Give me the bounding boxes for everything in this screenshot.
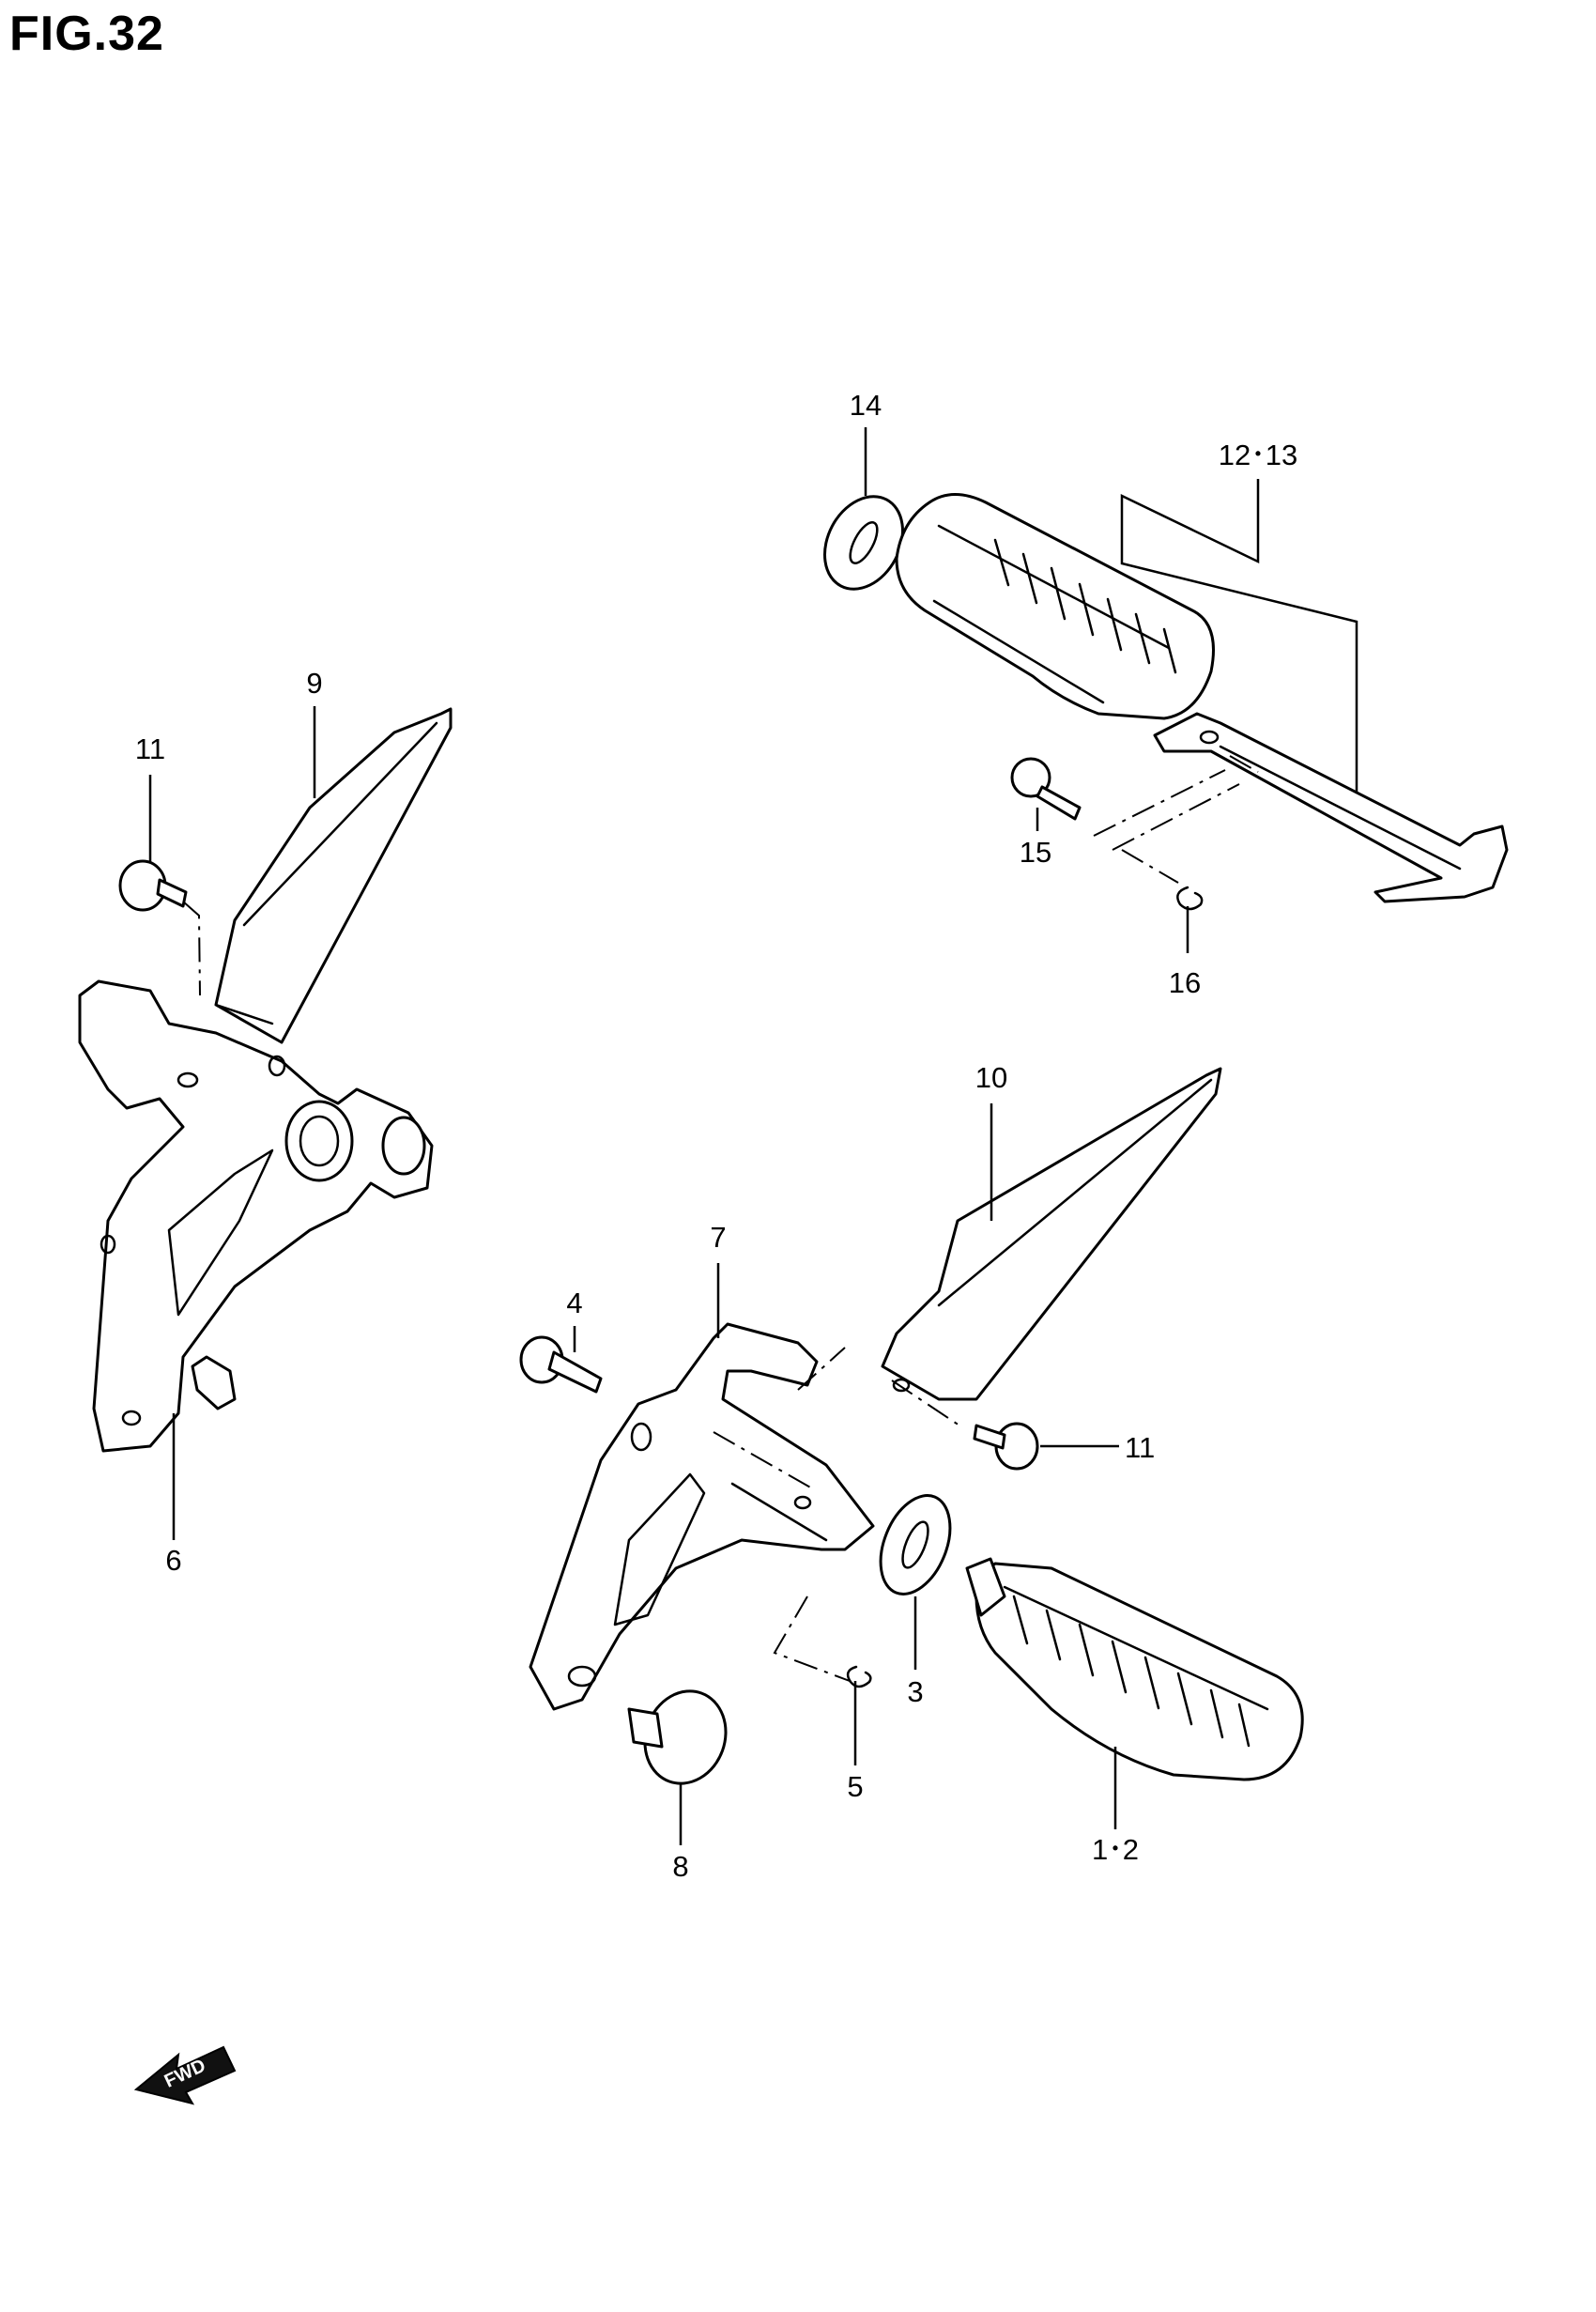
- part-15-bolt: [1010, 757, 1082, 821]
- left-bracket-assembly: [78, 707, 453, 1453]
- callout-11-right: 11: [1125, 1431, 1155, 1464]
- part-5-clip: [846, 1665, 872, 1688]
- part-11-bolt-right: [973, 1422, 1039, 1471]
- callout-8: 8: [672, 1850, 688, 1883]
- part-3-washer: [879, 1494, 952, 1595]
- rear-footrest-assembly: [823, 493, 1509, 911]
- part-6-bracket: [78, 979, 434, 1453]
- callout-14: 14: [850, 389, 882, 422]
- fwd-arrow-icon: FWD: [133, 2045, 237, 2105]
- part-16-clip: [1176, 886, 1204, 911]
- callout-7: 7: [710, 1221, 726, 1254]
- callout-6: 6: [165, 1544, 181, 1577]
- part-11-bolt-left: [118, 859, 188, 912]
- callout-1-2: 1･2: [1092, 1833, 1139, 1866]
- callout-9: 9: [306, 667, 322, 700]
- right-bracket-assembly: [519, 1067, 1304, 1785]
- part-9-heel-guard: [214, 707, 453, 1044]
- callout-12-13: 12･13: [1219, 439, 1297, 471]
- callout-4: 4: [566, 1287, 582, 1319]
- part-4-pin: [519, 1335, 603, 1394]
- part-6-pin: [191, 1355, 237, 1410]
- callout-11-left: 11: [135, 732, 165, 765]
- part-8-bolt: [627, 1689, 728, 1785]
- part-12-13-footrest-bar: [1153, 712, 1509, 903]
- callout-5: 5: [847, 1770, 863, 1803]
- callout-labels: 14 12･13 9 11 15 16 6 10 7 4 11 3 5 8 1･…: [135, 389, 1297, 1883]
- leader-lines: [148, 427, 1358, 1845]
- part-10-heel-guard: [881, 1067, 1222, 1401]
- callout-16: 16: [1169, 966, 1201, 999]
- callout-3: 3: [907, 1675, 923, 1708]
- figure-title: FIG.32: [9, 7, 164, 61]
- callout-15: 15: [1020, 836, 1051, 869]
- part-7-bracket: [529, 1322, 875, 1711]
- part-1-2-footpeg: [965, 1557, 1304, 1781]
- part-12-13-footpeg: [895, 493, 1215, 720]
- callout-10: 10: [975, 1061, 1007, 1094]
